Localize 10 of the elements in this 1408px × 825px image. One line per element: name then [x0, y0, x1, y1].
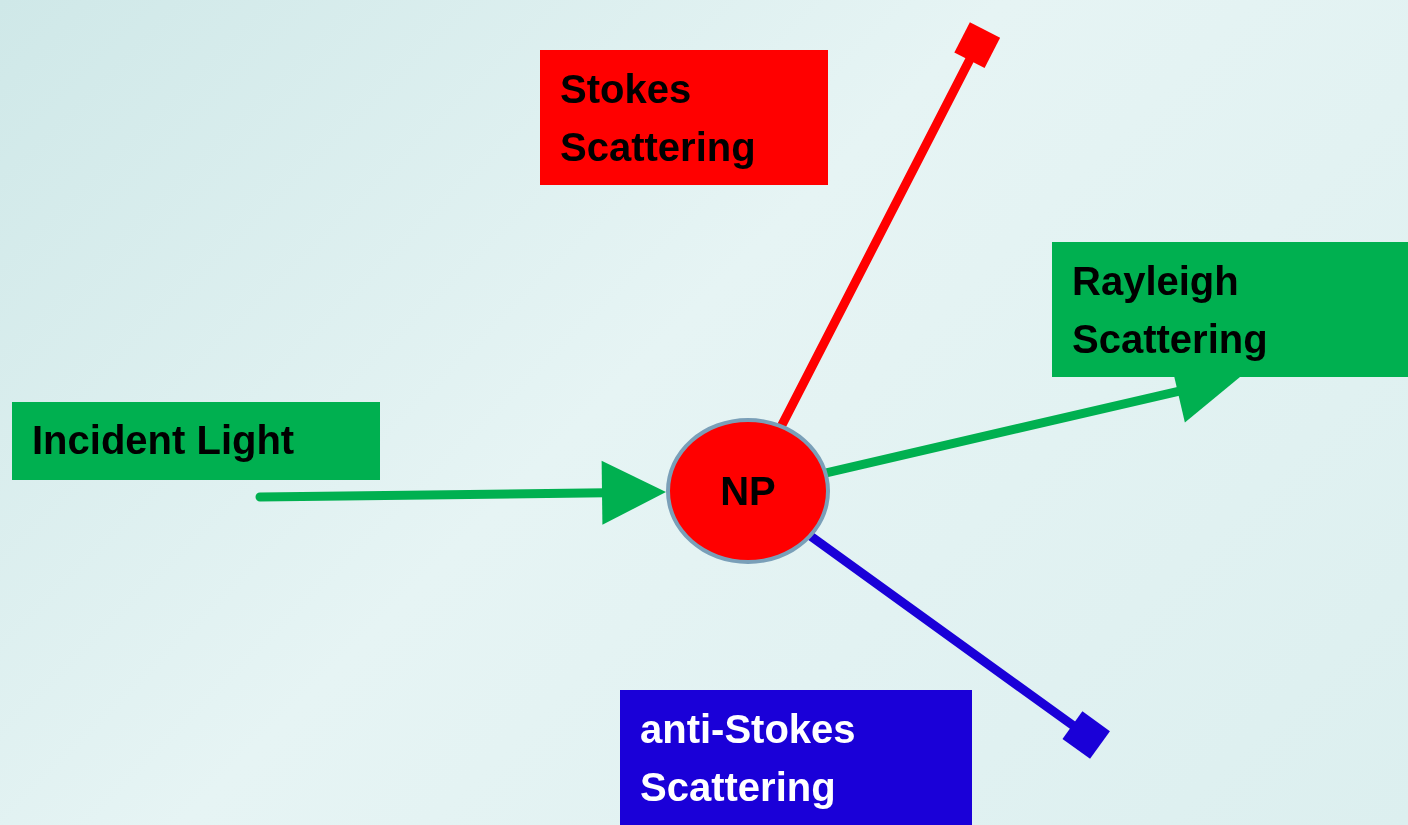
label-box [620, 690, 972, 825]
node-label: anti-Stokes Scattering [640, 706, 857, 811]
label-box [12, 402, 380, 480]
node-label: NP [720, 468, 776, 515]
label-box [540, 50, 828, 185]
node-label: Stokes Scattering [560, 66, 757, 171]
node-label: Incident Light [32, 417, 296, 464]
label-box [1052, 242, 1408, 377]
arrow [255, 460, 666, 525]
node-label: Rayleigh Scattering [1072, 258, 1269, 363]
